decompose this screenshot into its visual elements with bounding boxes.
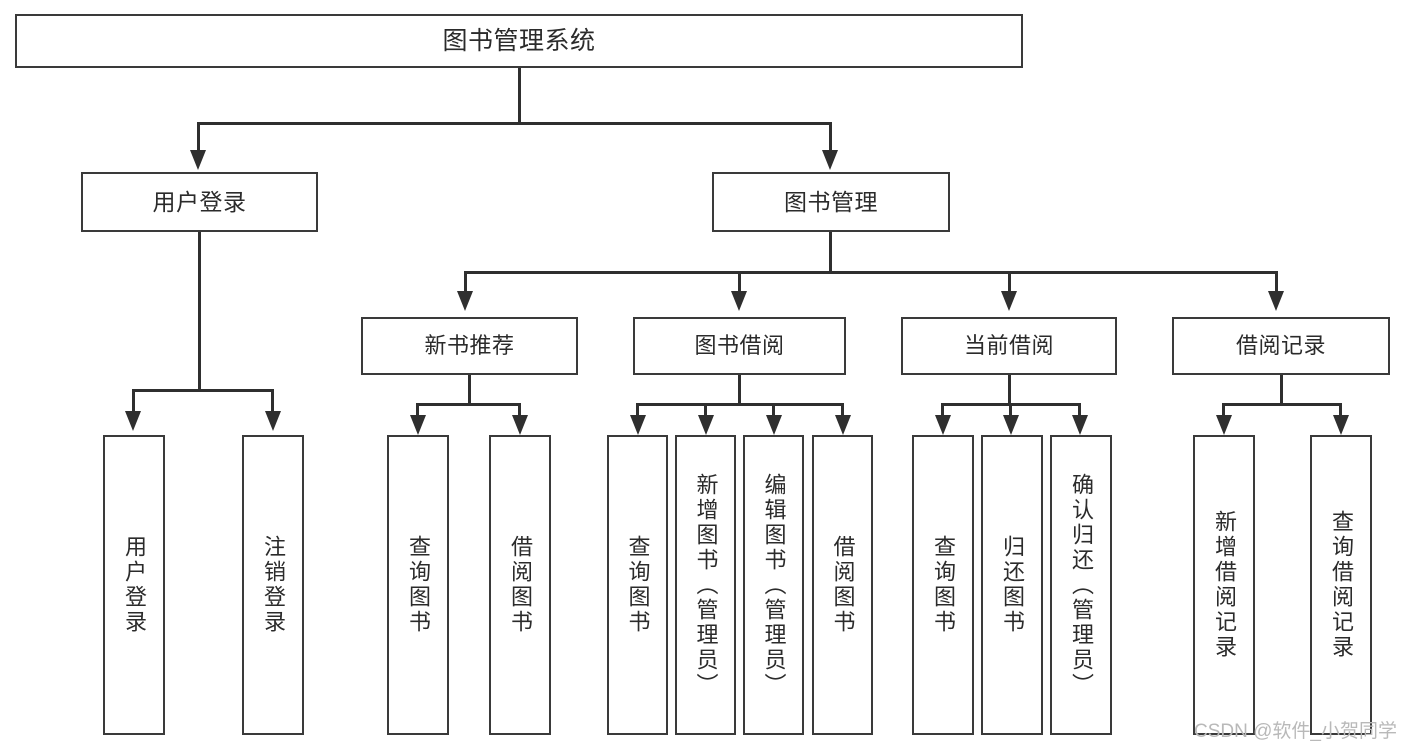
- node-root[interactable]: 图书管理系统: [15, 14, 1023, 68]
- node-leaf-add-record-label: 新增借阅记录: [1212, 510, 1237, 660]
- arrow-to-leaf-query-book-2: [630, 415, 646, 435]
- connector-bb-drop-2: [704, 403, 707, 415]
- arrow-to-new-book-recommend: [457, 291, 473, 311]
- connector-book-borrow-bar: [636, 403, 844, 406]
- node-book-borrow[interactable]: 图书借阅: [633, 317, 846, 375]
- connector-root-to-user-login: [197, 122, 200, 150]
- connector-new-book-recommend-trunk: [468, 375, 471, 406]
- node-leaf-user-login-label: 用户登录: [122, 535, 147, 635]
- node-book-borrow-label: 图书借阅: [694, 333, 785, 359]
- node-new-book-recommend[interactable]: 新书推荐: [361, 317, 578, 375]
- arrow-root-to-user-login: [190, 150, 206, 170]
- connector-user-login-drop-1: [132, 389, 135, 411]
- node-current-borrow-label: 当前借阅: [963, 333, 1054, 359]
- connector-bb-drop-1: [636, 403, 639, 415]
- connector-book-manage-bar: [464, 271, 1278, 274]
- connector-cb-drop-1: [941, 403, 944, 415]
- connector-book-manage-drop-3: [1008, 271, 1011, 291]
- arrow-to-leaf-add-book: [698, 415, 714, 435]
- node-leaf-borrow-book-2[interactable]: 借阅图书: [812, 435, 873, 735]
- arrow-root-to-book-manage: [822, 150, 838, 170]
- connector-cb-drop-3: [1078, 403, 1081, 415]
- connector-book-manage-drop-4: [1275, 271, 1278, 291]
- node-leaf-return-book-label: 归还图书: [1000, 535, 1025, 635]
- arrow-to-leaf-query-book-1: [410, 415, 426, 435]
- connector-user-login-trunk: [198, 232, 201, 392]
- node-leaf-query-book-1-label: 查询图书: [406, 535, 431, 635]
- connector-bb-drop-3: [772, 403, 775, 415]
- arrow-to-leaf-add-record: [1216, 415, 1232, 435]
- node-book-manage[interactable]: 图书管理: [712, 172, 950, 232]
- connector-br-drop-2: [1339, 403, 1342, 415]
- arrow-to-leaf-return-book: [1003, 415, 1019, 435]
- connector-nbr-drop-2: [518, 403, 521, 415]
- node-leaf-user-login[interactable]: 用户登录: [103, 435, 165, 735]
- node-leaf-return-book[interactable]: 归还图书: [981, 435, 1043, 735]
- node-leaf-query-book-2[interactable]: 查询图书: [607, 435, 668, 735]
- node-leaf-borrow-book-1[interactable]: 借阅图书: [489, 435, 551, 735]
- arrow-to-current-borrow: [1001, 291, 1017, 311]
- node-leaf-user-logout-label: 注销登录: [261, 535, 286, 635]
- connector-current-borrow-trunk: [1008, 375, 1011, 406]
- connector-nbr-drop-1: [416, 403, 419, 415]
- node-root-label: 图书管理系统: [442, 26, 596, 55]
- node-leaf-query-record-label: 查询借阅记录: [1329, 510, 1354, 660]
- connector-book-borrow-trunk: [738, 375, 741, 406]
- connector-borrow-record-trunk: [1280, 375, 1283, 406]
- node-current-borrow[interactable]: 当前借阅: [901, 317, 1117, 375]
- node-leaf-borrow-book-2-label: 借阅图书: [830, 535, 856, 635]
- node-user-login-label: 用户登录: [152, 188, 247, 215]
- connector-cb-drop-2: [1009, 403, 1012, 415]
- connector-br-drop-1: [1222, 403, 1225, 415]
- connector-bb-drop-4: [841, 403, 844, 415]
- arrow-to-leaf-user-logout: [265, 411, 281, 431]
- node-leaf-query-record[interactable]: 查询借阅记录: [1310, 435, 1372, 735]
- arrow-to-leaf-query-book-3: [935, 415, 951, 435]
- arrow-to-leaf-borrow-book-2: [835, 415, 851, 435]
- connector-user-login-drop-2: [271, 389, 274, 411]
- node-borrow-record-label: 借阅记录: [1235, 333, 1326, 359]
- node-user-login[interactable]: 用户登录: [81, 172, 318, 232]
- connector-book-manage-drop-2: [738, 271, 741, 291]
- node-leaf-query-book-3[interactable]: 查询图书: [912, 435, 974, 735]
- node-leaf-add-record[interactable]: 新增借阅记录: [1193, 435, 1255, 735]
- node-leaf-confirm-return[interactable]: 确认归还（管理员）: [1050, 435, 1112, 735]
- watermark: CSDN @软件_小贺同学: [1194, 721, 1397, 742]
- arrow-to-book-borrow: [731, 291, 747, 311]
- connector-new-book-recommend-bar: [416, 403, 521, 406]
- node-leaf-confirm-return-label: 确认归还（管理员）: [1069, 472, 1094, 698]
- connector-book-manage-drop-1: [464, 271, 467, 291]
- connector-root-bar: [197, 122, 832, 125]
- connector-borrow-record-bar: [1222, 403, 1342, 406]
- arrow-to-leaf-borrow-book-1: [512, 415, 528, 435]
- node-leaf-edit-book[interactable]: 编辑图书（管理员）: [743, 435, 804, 735]
- node-leaf-add-book-label: 新增图书（管理员）: [693, 472, 719, 698]
- node-leaf-query-book-3-label: 查询图书: [931, 535, 956, 635]
- arrow-to-leaf-user-login: [125, 411, 141, 431]
- connector-root-trunk: [518, 68, 521, 124]
- node-leaf-query-book-1[interactable]: 查询图书: [387, 435, 449, 735]
- node-leaf-query-book-2-label: 查询图书: [625, 535, 651, 635]
- connector-root-to-book-manage: [829, 122, 832, 150]
- arrow-to-leaf-confirm-return: [1072, 415, 1088, 435]
- node-leaf-add-book[interactable]: 新增图书（管理员）: [675, 435, 736, 735]
- node-borrow-record[interactable]: 借阅记录: [1172, 317, 1390, 375]
- node-book-manage-label: 图书管理: [784, 188, 878, 215]
- arrow-to-borrow-record: [1268, 291, 1284, 311]
- connector-user-login-bar: [132, 389, 272, 392]
- node-new-book-recommend-label: 新书推荐: [424, 333, 515, 359]
- node-leaf-user-logout[interactable]: 注销登录: [242, 435, 304, 735]
- node-leaf-borrow-book-1-label: 借阅图书: [508, 535, 533, 635]
- arrow-to-leaf-query-record: [1333, 415, 1349, 435]
- arrow-to-leaf-edit-book: [766, 415, 782, 435]
- node-leaf-edit-book-label: 编辑图书（管理员）: [761, 472, 787, 698]
- connector-book-manage-trunk: [829, 232, 832, 274]
